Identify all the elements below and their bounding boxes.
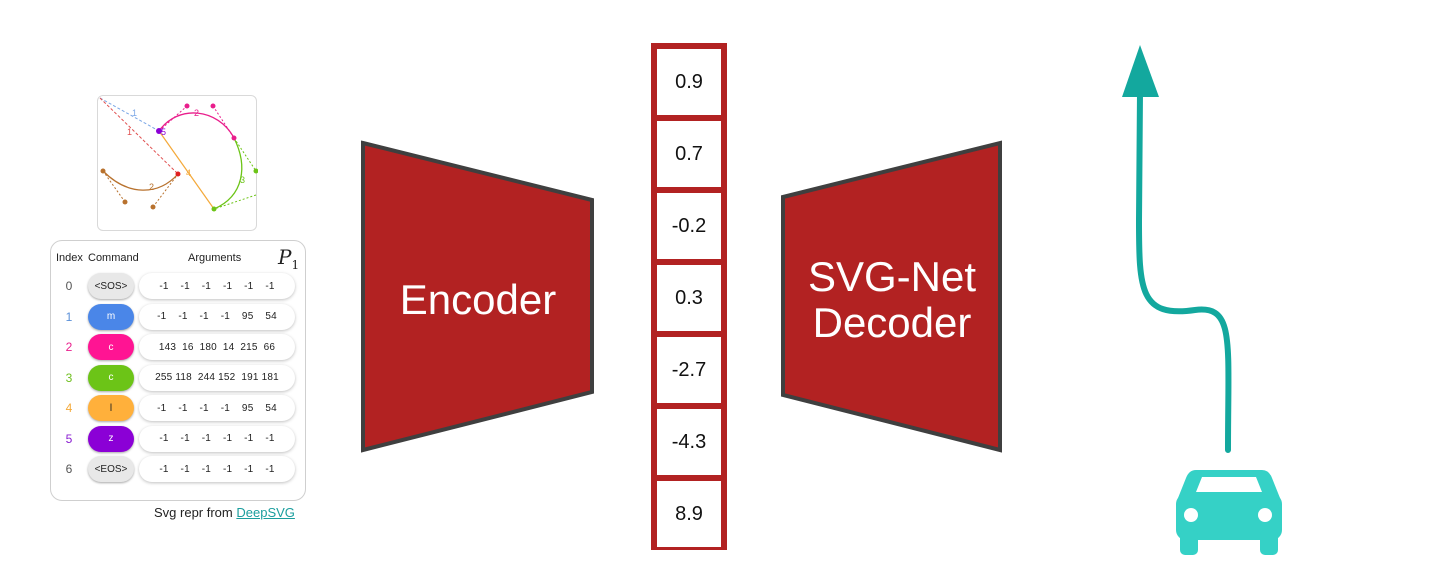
command-pill: <EOS>	[88, 456, 134, 482]
car-icon	[1176, 470, 1282, 555]
table-row: 4 l-1 -1 -1 -1 95 54	[51, 395, 307, 423]
output-drawing	[1122, 45, 1282, 555]
decoder-block	[781, 140, 1002, 453]
svg-text:4: 4	[186, 168, 191, 178]
svg-text:1: 1	[127, 127, 132, 137]
command-pill: l	[88, 395, 134, 421]
command-pill: c	[88, 334, 134, 360]
svg-text:2: 2	[194, 108, 199, 118]
svg-text:5: 5	[161, 127, 166, 137]
svg-text:3: 3	[240, 175, 245, 185]
latent-value-cell: 0.7	[657, 121, 721, 187]
row-index: 1	[65, 309, 73, 324]
latent-value-cell: 0.3	[657, 265, 721, 331]
arguments-pill: -1 -1 -1 -1 95 54	[139, 395, 295, 421]
arguments-pill: 255 118 244 152 191 181	[139, 364, 295, 391]
command-pill: c	[88, 364, 134, 391]
decoder-label: SVG-Net Decoder	[807, 253, 977, 346]
encoder-label: Encoder	[399, 276, 557, 323]
arguments-pill: -1 -1 -1 -1 95 54	[139, 303, 295, 330]
latent-value-cell: 0.9	[657, 49, 721, 115]
row-index: 6	[65, 462, 73, 476]
latent-value-cell: -0.2	[657, 193, 721, 259]
row-index: 2	[65, 340, 73, 354]
row-index: 4	[65, 401, 73, 415]
command-pill: z	[88, 425, 134, 452]
latent-value-cell: 8.9	[657, 481, 721, 547]
command-header: Command	[88, 252, 139, 264]
arguments-pill: -1 -1 -1 -1 -1 -1	[139, 425, 295, 452]
command-pill: <SOS>	[88, 273, 134, 299]
table-row: 6 <EOS>-1 -1 -1 -1 -1 -1	[51, 456, 307, 484]
svg-path-drawing: 1 1 2 2 3 4 5	[99, 97, 259, 212]
encoder-block	[361, 140, 594, 453]
svg-text:2: 2	[149, 182, 154, 192]
credit-note: Svg repr from DeepSVG	[154, 505, 295, 520]
row-index: 0	[65, 279, 73, 293]
svg-command-table: Index Command Arguments P1 0<SOS>-1 -1 -…	[50, 240, 306, 501]
row-index: 3	[65, 370, 73, 385]
arguments-pill: 143 16 180 14 215 66	[139, 334, 295, 360]
command-pill: m	[88, 303, 134, 330]
latent-value-cell: -2.7	[657, 337, 721, 403]
latent-value-cell: -4.3	[657, 409, 721, 475]
arguments-header: Arguments	[188, 252, 242, 264]
svg-path-preview: 1 1 2 2 3 4 5	[97, 95, 259, 231]
path-label: P1	[278, 245, 300, 272]
table-row: 0 <SOS>-1 -1 -1 -1 -1 -1	[51, 273, 307, 301]
index-header: Index	[56, 252, 83, 264]
deepsvg-link[interactable]: DeepSVG	[236, 505, 295, 520]
row-index: 5	[65, 431, 73, 446]
arguments-pill: -1 -1 -1 -1 -1 -1	[139, 273, 295, 299]
path-arrow-icon	[1122, 45, 1232, 453]
arguments-pill: -1 -1 -1 -1 -1 -1	[139, 456, 295, 482]
svg-text:1: 1	[132, 108, 137, 118]
